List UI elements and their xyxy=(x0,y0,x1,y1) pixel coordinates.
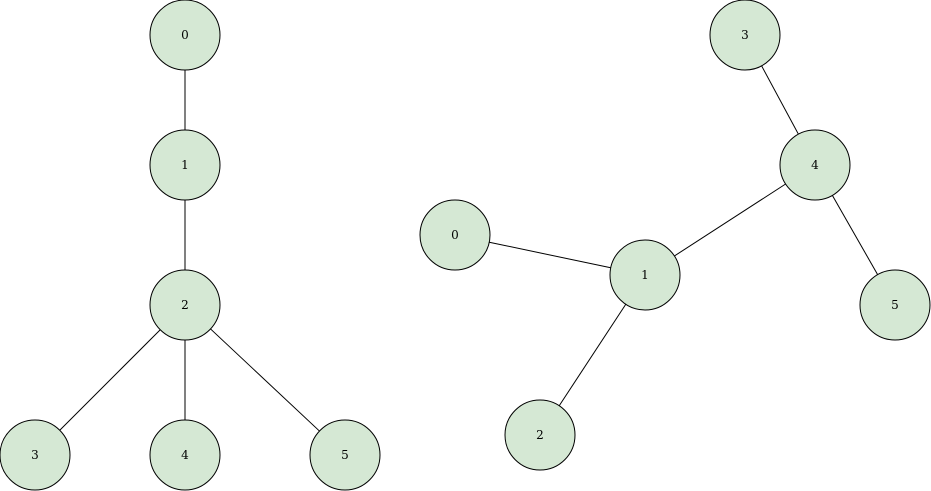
node-label: 3 xyxy=(741,28,749,42)
node-label: 3 xyxy=(31,448,39,462)
node-circle xyxy=(419,199,491,271)
node-circle xyxy=(709,0,781,71)
left-tree-edge-2-5 xyxy=(210,328,320,432)
right-tree-edge-4-5 xyxy=(831,195,879,275)
node-label: 4 xyxy=(181,448,189,462)
left-tree-node-4: 4 xyxy=(149,419,221,491)
right-tree-edge-4-3 xyxy=(761,65,799,135)
node-circle xyxy=(859,269,931,341)
node-label: 0 xyxy=(181,28,189,42)
right-tree-node-2: 2 xyxy=(504,399,576,471)
left-tree-node-5: 5 xyxy=(309,419,381,491)
node-label: 1 xyxy=(181,158,189,172)
right-tree-node-3: 3 xyxy=(709,0,781,71)
node-circle xyxy=(609,239,681,311)
node-circle xyxy=(149,419,221,491)
node-label: 5 xyxy=(341,448,349,462)
right-tree-node-0: 0 xyxy=(419,199,491,271)
right-tree-edge-1-4 xyxy=(674,183,786,257)
node-circle xyxy=(149,0,221,71)
node-circle xyxy=(779,129,851,201)
left-tree-node-0: 0 xyxy=(149,0,221,71)
right-tree-edge-1-2 xyxy=(558,303,627,407)
left-tree-node-1: 1 xyxy=(149,129,221,201)
node-circle xyxy=(149,269,221,341)
right-tree-node-5: 5 xyxy=(859,269,931,341)
node-circle xyxy=(0,419,71,491)
left-tree-node-2: 2 xyxy=(149,269,221,341)
right-tree-node-4: 4 xyxy=(779,129,851,201)
left-tree-node-3: 3 xyxy=(0,419,71,491)
edges-layer xyxy=(59,65,879,432)
right-tree-edge-0-1 xyxy=(489,241,611,269)
node-circle xyxy=(504,399,576,471)
right-tree-node-1: 1 xyxy=(609,239,681,311)
left-tree-edge-2-3 xyxy=(59,329,161,431)
node-label: 1 xyxy=(641,268,649,282)
node-circle xyxy=(309,419,381,491)
node-circle xyxy=(149,129,221,201)
node-label: 0 xyxy=(451,228,459,242)
node-label: 4 xyxy=(811,158,819,172)
node-label: 2 xyxy=(536,428,544,442)
node-label: 5 xyxy=(891,298,899,312)
node-label: 2 xyxy=(181,298,189,312)
